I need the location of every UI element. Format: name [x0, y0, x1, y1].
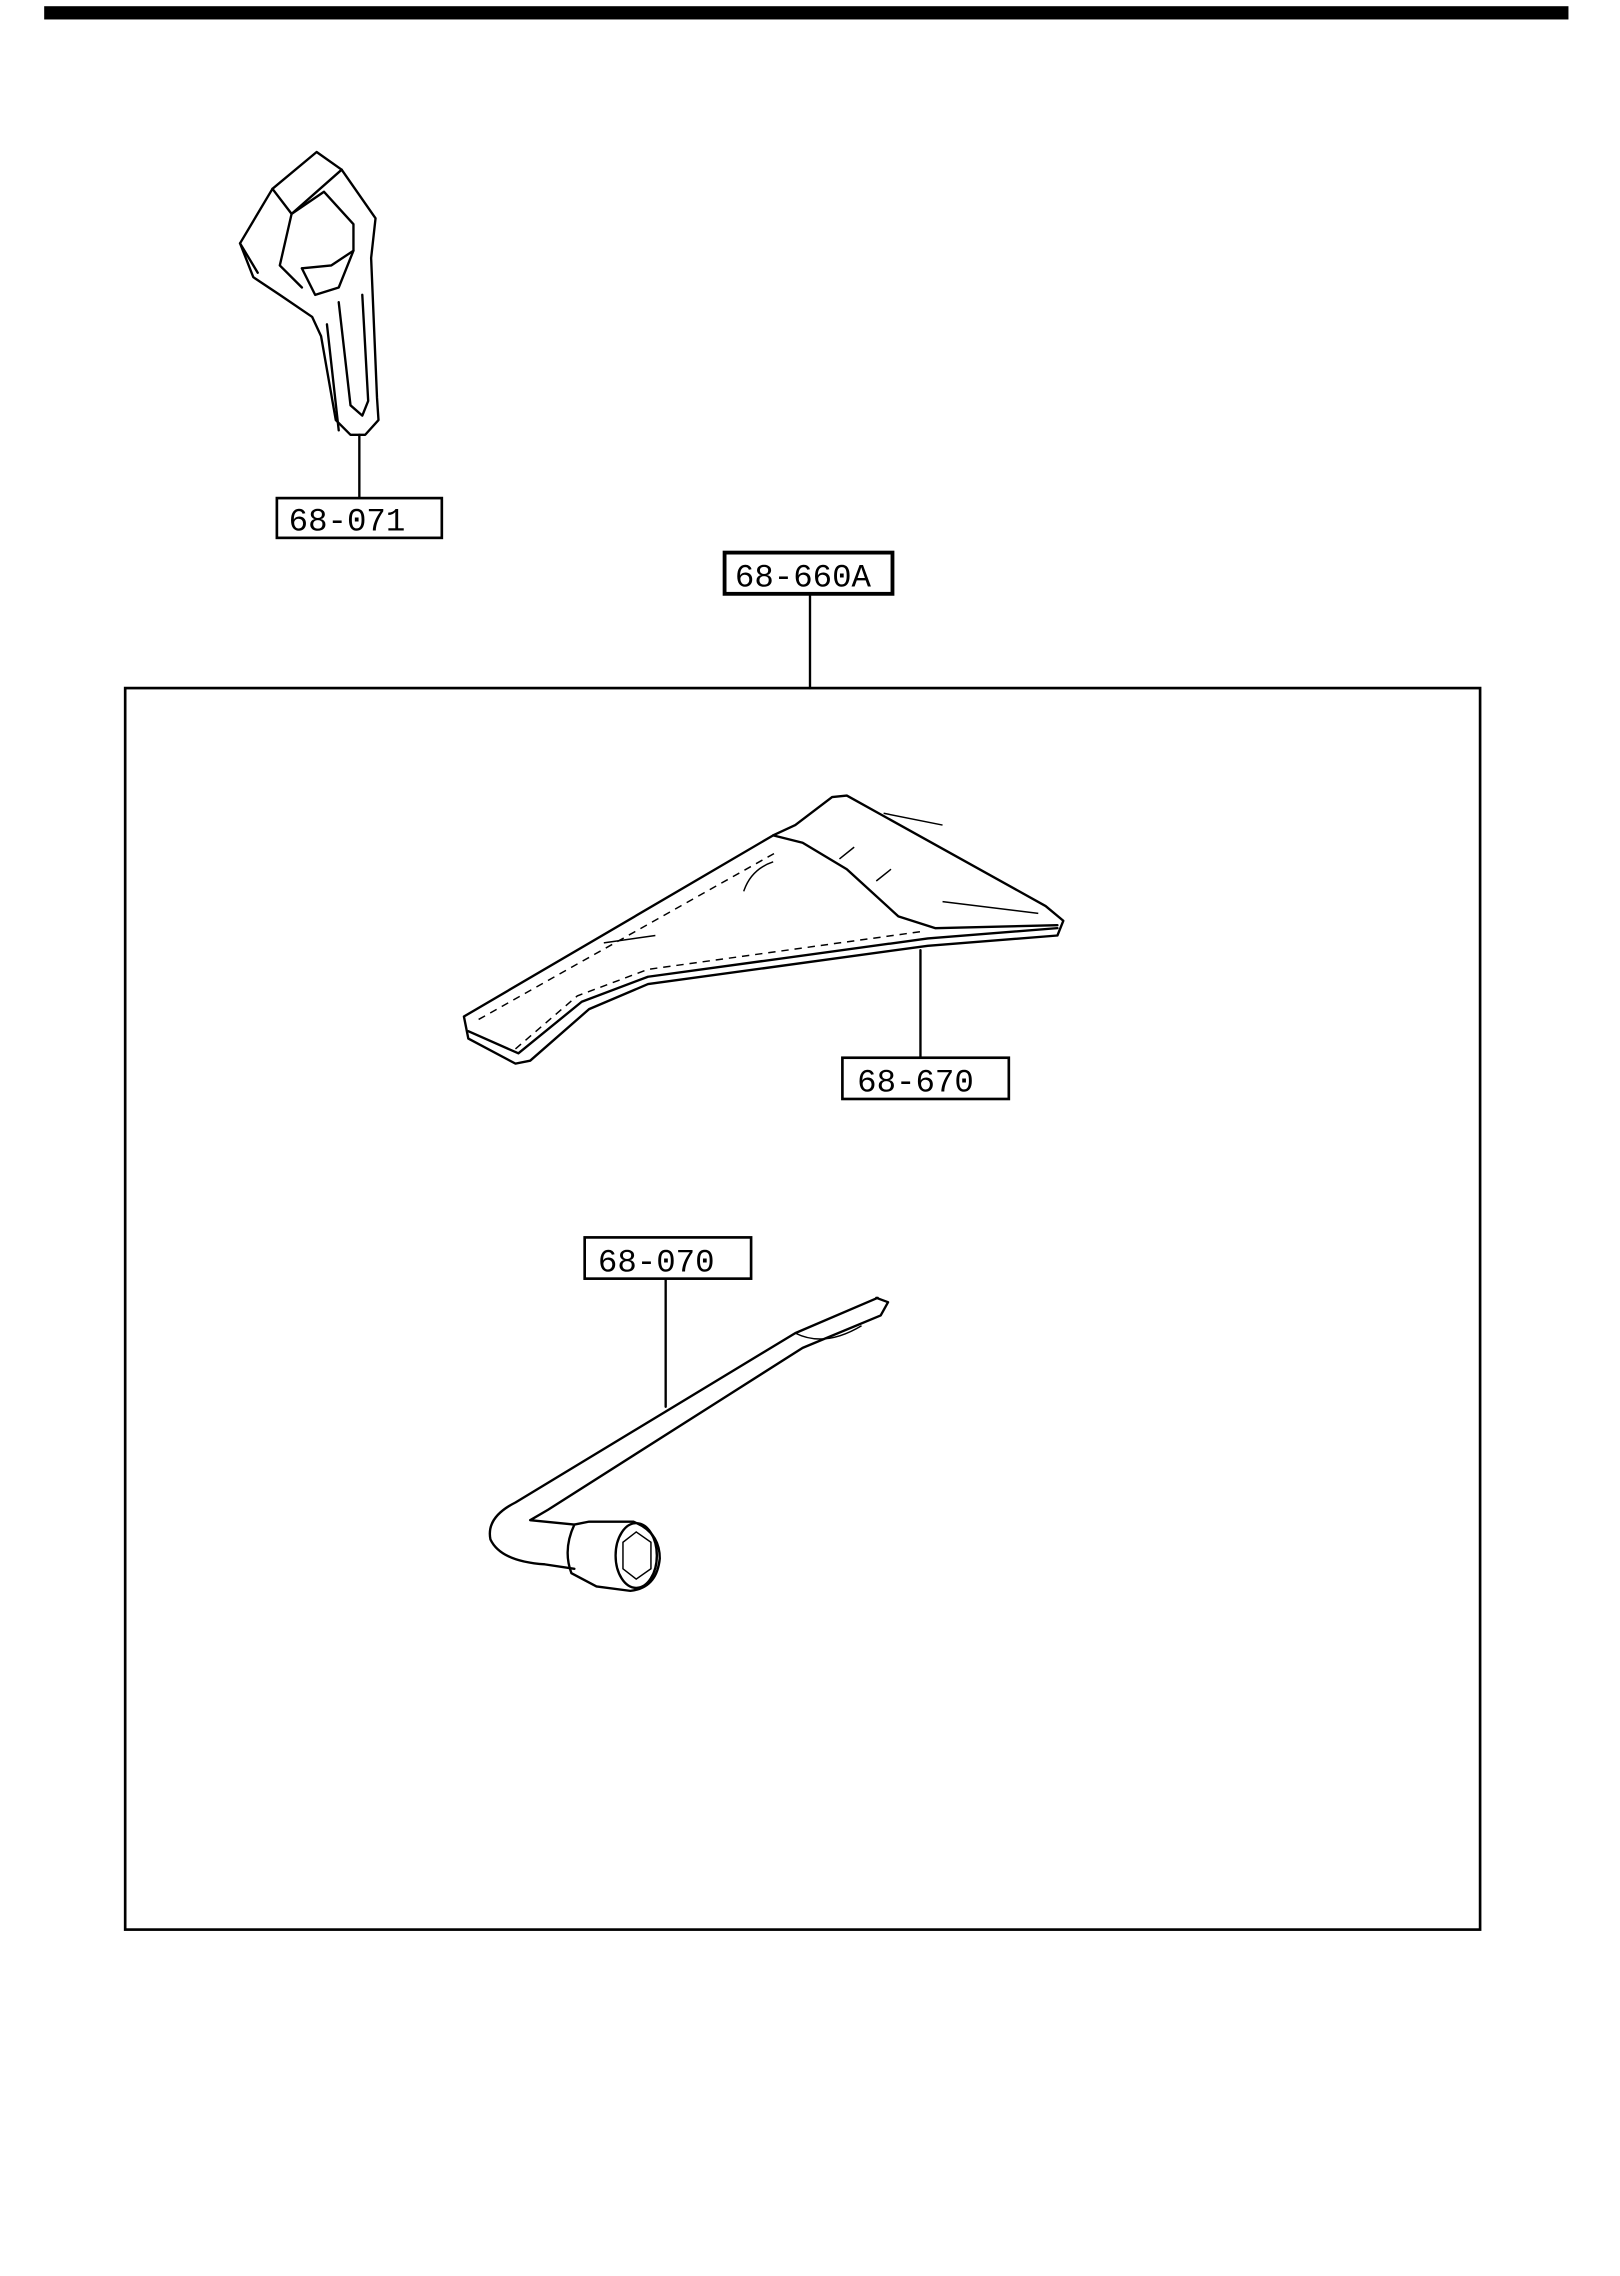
part-number-68-071: 68-071: [289, 504, 406, 541]
part-number-68-660A: 68-660A: [735, 559, 872, 596]
part-number-68-670: 68-670: [857, 1065, 974, 1102]
part-label-68-070[interactable]: 68-070: [583, 1236, 753, 1281]
part-label-68-670[interactable]: 68-670: [841, 1056, 1011, 1102]
part-label-68-071[interactable]: 68-071: [275, 496, 444, 541]
lug-wrench-illustration-68-070: [488, 1296, 890, 1593]
part-number-68-070: 68-070: [598, 1244, 715, 1281]
tool-bag-illustration-68-670: [462, 794, 1065, 1065]
header-rule: [44, 6, 1569, 20]
kit-group-frame: [123, 686, 1482, 1931]
part-label-68-660A[interactable]: 68-660A: [722, 550, 895, 597]
wrench-illustration-68-071: [238, 150, 380, 436]
